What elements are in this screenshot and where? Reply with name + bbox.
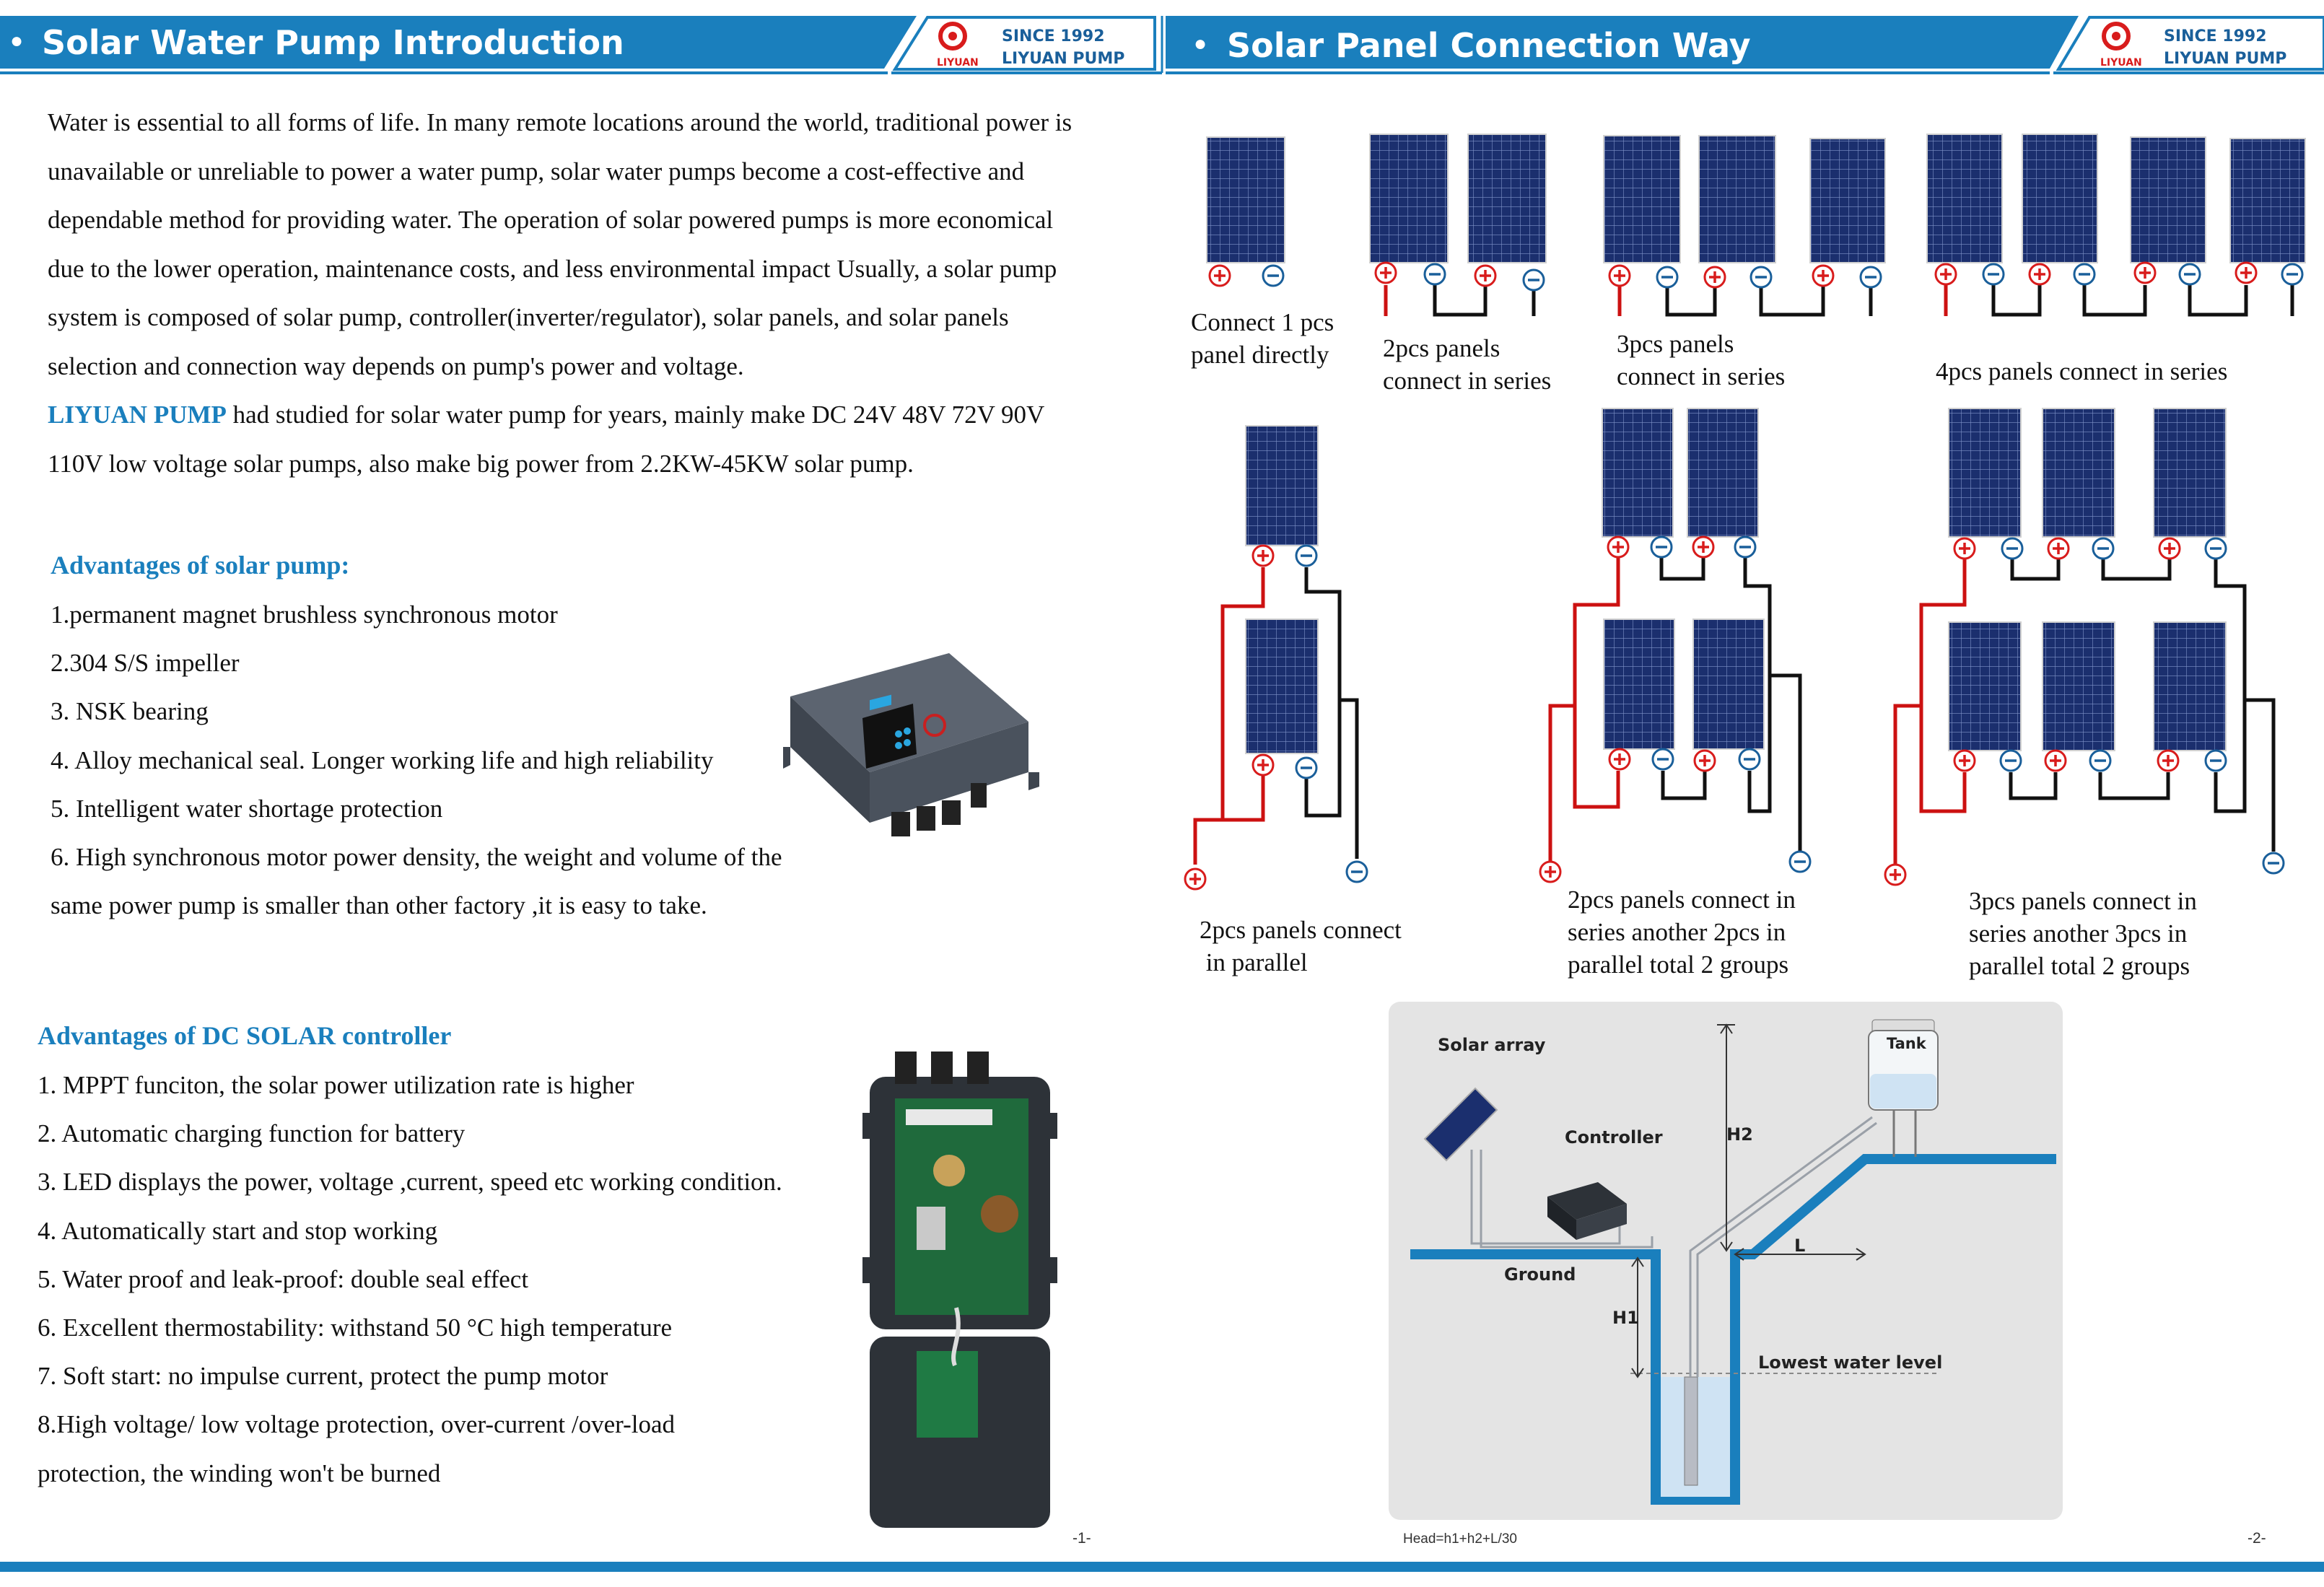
list-item: 1. MPPT funciton, the solar power utiliz… [38, 1071, 634, 1099]
list-item: 3. LED displays the power, voltage ,curr… [38, 1168, 782, 1197]
list-item: 8.High voltage/ low voltage protection, … [38, 1410, 676, 1439]
label-tank: Tank [1887, 1035, 1926, 1052]
right-header-title: Solar Panel Connection Way [1227, 26, 1751, 65]
intro-line: unavailable or unreliable to power a wat… [48, 157, 1025, 185]
pump-controller-image [783, 653, 1039, 836]
solar-panel [1467, 134, 1547, 263]
negative-terminal-icon [1262, 264, 1285, 287]
logo-icon [2102, 22, 2131, 51]
panel-connection-diagrams [1184, 134, 2306, 891]
list-item: 3. NSK bearing [51, 697, 209, 726]
solar-panel [1603, 618, 1675, 750]
list-item: same power pump is smaller than other fa… [51, 891, 707, 920]
list-item: 5. Intelligent water shortage protection [51, 794, 443, 823]
page-number-right: -2- [2247, 1530, 2266, 1547]
brand-block: SINCE 1992 LIYUAN PUMP [1002, 25, 1124, 70]
solar-panel [1245, 425, 1319, 546]
solar-panel [2130, 136, 2206, 263]
company-line: LIYUAN PUMP had studied for solar water … [48, 390, 1159, 440]
header-bullet: ● [1194, 32, 1207, 56]
label-controller: Controller [1565, 1127, 1663, 1147]
footer-bar [0, 1562, 2324, 1572]
solar-panel [1602, 408, 1674, 538]
pump-advantages-list: 1.permanent magnet brushless synchronous… [51, 590, 782, 930]
caption-four-series: 4pcs panels connect in series [1936, 357, 2228, 385]
list-item: 4. Automatically start and stop working [38, 1216, 438, 1245]
solar-panel [2153, 408, 2227, 538]
brand-logo: LIYUAN [2100, 20, 2142, 69]
intro-line: dependable method for providing water. T… [48, 206, 1054, 234]
brand-since: SINCE 1992 [1002, 27, 1105, 45]
dc-controller-image [862, 1052, 1057, 1528]
head-formula: Head=h1+h2+L/30 [1403, 1531, 1517, 1547]
solar-panel [1206, 136, 1285, 263]
company-text: had studied for solar water pump for yea… [226, 401, 1045, 429]
solar-panel [2042, 621, 2115, 751]
caption-parallel: 2pcs panels connect in parallel [1200, 916, 1402, 976]
intro-line: system is composed of solar pump, contro… [48, 303, 1009, 331]
solar-panel [2153, 621, 2227, 751]
label-lowest-water-level: Lowest water level [1758, 1352, 1943, 1373]
solar-panel [1809, 138, 1886, 263]
solar-panel [1687, 408, 1759, 538]
brand-name: LIYUAN PUMP [1002, 50, 1125, 68]
list-item: 5. Water proof and leak-proof: double se… [38, 1264, 529, 1293]
list-item: protection, the winding won't be burned [38, 1459, 441, 1487]
solar-panel [1948, 621, 2022, 751]
company-name: LIYUAN PUMP [48, 401, 227, 429]
list-item: 6. High synchronous motor power density,… [51, 843, 782, 872]
intro-line: due to the lower operation, maintenance … [48, 254, 1057, 283]
label-solar-array: Solar array [1438, 1035, 1546, 1055]
solar-panel [1692, 618, 1765, 750]
controller-advantages-list: 1. MPPT funciton, the solar power utiliz… [38, 1061, 782, 1498]
logo-text: LIYUAN [2100, 57, 2142, 69]
label-ground: Ground [1504, 1264, 1576, 1285]
solar-panel [2042, 408, 2115, 538]
solar-panel [2229, 138, 2306, 263]
solar-panel [1245, 618, 1319, 754]
label-h2: H2 [1726, 1124, 1753, 1145]
brand-logo: LIYUAN [937, 20, 979, 69]
label-h1: H1 [1612, 1308, 1639, 1328]
controller-advantages-heading: Advantages of DC SOLAR controller [38, 1021, 452, 1050]
solar-panel [1369, 134, 1449, 263]
system-diagram-drawing [1410, 1019, 2056, 1505]
positive-terminal-icon [1208, 264, 1231, 287]
list-item: 6. Excellent thermostability: withstand … [38, 1313, 673, 1342]
solar-panel [1603, 135, 1681, 263]
solar-panel [1698, 135, 1776, 263]
list-item: 4. Alloy mechanical seal. Longer working… [51, 746, 714, 774]
company-line: 110V low voltage solar pumps, also make … [48, 449, 914, 478]
intro-paragraph: Water is essential to all forms of life.… [48, 98, 1159, 488]
pump-advantages-heading: Advantages of solar pump: [51, 551, 350, 580]
list-item: 7. Soft start: no impulse current, prote… [38, 1362, 608, 1391]
header-bullet: ● [10, 29, 24, 53]
brand-block: SINCE 1992 LIYUAN PUMP [2164, 25, 2286, 70]
header-bar [0, 16, 2324, 74]
solar-panel [1926, 134, 2003, 263]
logo-icon [938, 22, 967, 51]
logo-text: LIYUAN [937, 57, 979, 69]
list-item: 2.304 S/S impeller [51, 649, 240, 678]
intro-line: Water is essential to all forms of life.… [48, 108, 1073, 136]
solar-panel [2022, 134, 2098, 263]
controller-icon [1547, 1182, 1627, 1220]
page-number-left: -1- [1073, 1530, 1091, 1547]
left-header-title: Solar Water Pump Introduction [42, 23, 624, 62]
intro-line: selection and connection way depends on … [48, 351, 744, 380]
solar-panel [1948, 408, 2022, 538]
list-item: 1.permanent magnet brushless synchronous… [51, 600, 558, 629]
brand-name: LIYUAN PUMP [2164, 50, 2287, 68]
solar-array-icon [1423, 1087, 1498, 1162]
label-l: L [1794, 1236, 1806, 1256]
list-item: 2. Automatic charging function for batte… [38, 1119, 466, 1148]
brand-since: SINCE 1992 [2164, 27, 2267, 45]
